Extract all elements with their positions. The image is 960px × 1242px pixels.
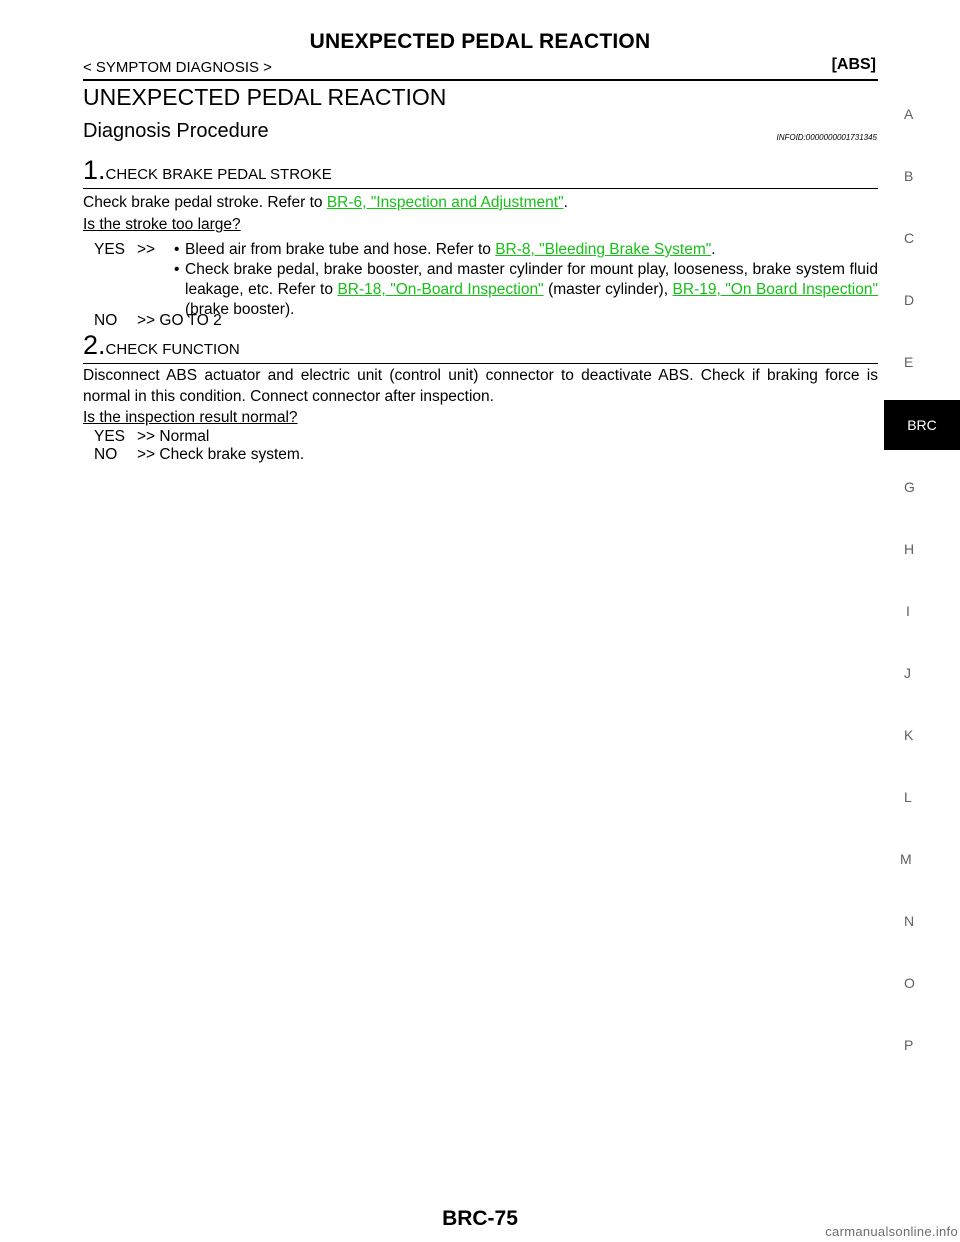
header-divider: [83, 79, 878, 81]
watermark: carmanualsonline.info: [825, 1224, 958, 1239]
side-tab-e[interactable]: E: [904, 354, 914, 370]
yes-label: YES: [94, 241, 126, 258]
step-1-instruction: Check brake pedal stroke. Refer to BR-6,…: [83, 192, 878, 213]
yes-bullet-2: Check brake pedal, brake booster, and ma…: [185, 260, 878, 320]
bullet-text-end: .: [711, 241, 716, 258]
side-tab-h[interactable]: H: [904, 541, 915, 557]
reference-link[interactable]: BR-8, "Bleeding Brake System": [495, 241, 712, 258]
procedure-heading: Diagnosis Procedure: [83, 120, 269, 142]
bullet-text: Check brake pedal, brake booster, and ma…: [185, 261, 878, 298]
no-label: NO: [94, 312, 118, 329]
bullet-text-end: (brake booster).: [185, 301, 295, 318]
step-title: CHECK BRAKE PEDAL STROKE: [105, 166, 332, 183]
page-number: BRC-75: [442, 1207, 518, 1230]
side-tab-l[interactable]: L: [904, 789, 912, 805]
no-result: >> GO TO 2: [137, 312, 222, 329]
bullet-text-mid: (master cylinder),: [543, 281, 673, 298]
side-tab-p[interactable]: P: [904, 1037, 914, 1053]
side-tab-g[interactable]: G: [904, 479, 915, 495]
side-tab-a[interactable]: A: [904, 106, 914, 122]
instruction-text-end: .: [563, 194, 568, 211]
side-tab-d[interactable]: D: [904, 292, 915, 308]
yes-result: >> Normal: [137, 428, 210, 445]
step-2-question: Is the inspection result normal?: [83, 409, 298, 426]
topic-heading: UNEXPECTED PEDAL REACTION: [83, 84, 447, 110]
step-1-question: Is the stroke too large?: [83, 216, 241, 233]
step-number: 1.: [83, 155, 106, 185]
side-tab-i[interactable]: I: [906, 603, 910, 619]
step-2-instruction: Disconnect ABS actuator and electric uni…: [83, 367, 878, 405]
info-id: INFOID:0000000001731345: [776, 133, 877, 142]
yes-arrow: >>: [137, 241, 156, 258]
side-tab-j[interactable]: J: [904, 665, 911, 681]
step-1-header: 1.CHECK BRAKE PEDAL STROKE: [83, 155, 878, 189]
side-tab-m[interactable]: M: [900, 851, 912, 867]
side-tab-o[interactable]: O: [904, 975, 915, 991]
bullet-dot: •: [174, 261, 180, 278]
yes-bullet-1: Bleed air from brake tube and hose. Refe…: [185, 240, 878, 260]
step-title: CHECK FUNCTION: [105, 341, 240, 358]
reference-link[interactable]: BR-6, "Inspection and Adjustment": [326, 194, 564, 211]
section-label: < SYMPTOM DIAGNOSIS >: [83, 59, 272, 76]
side-tab-brc[interactable]: BRC: [884, 400, 960, 450]
side-tab-k[interactable]: K: [904, 727, 914, 743]
no-result: >> Check brake system.: [137, 446, 305, 463]
page-title: UNEXPECTED PEDAL REACTION: [309, 30, 651, 53]
side-tab-n[interactable]: N: [904, 913, 915, 929]
reference-link[interactable]: BR-18, "On-Board Inspection": [337, 281, 544, 298]
step-number: 2.: [83, 330, 106, 360]
step-2-header: 2.CHECK FUNCTION: [83, 330, 878, 364]
bullet-text: Bleed air from brake tube and hose. Refe…: [185, 241, 496, 258]
side-tab-c[interactable]: C: [904, 230, 915, 246]
system-label: [ABS]: [831, 56, 876, 73]
no-label: NO: [94, 446, 118, 463]
bullet-dot: •: [174, 241, 180, 258]
side-tab-b[interactable]: B: [904, 168, 914, 184]
instruction-text: Check brake pedal stroke. Refer to: [83, 194, 327, 211]
reference-link[interactable]: BR-19, "On Board Inspection": [672, 281, 878, 298]
yes-label: YES: [94, 428, 126, 445]
